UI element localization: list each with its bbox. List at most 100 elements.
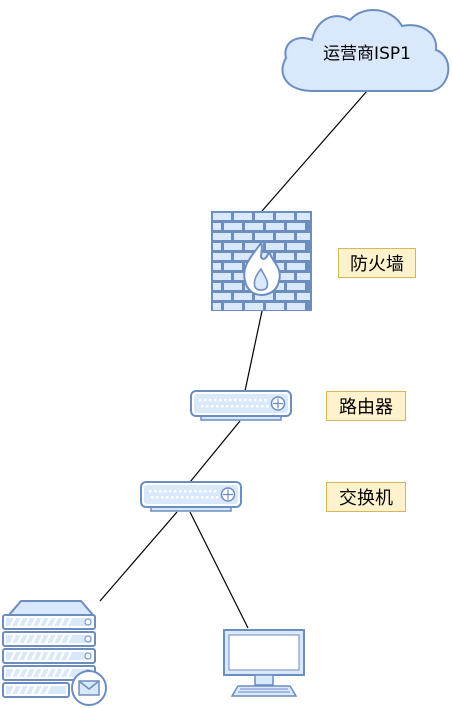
brick <box>276 233 294 240</box>
port <box>266 405 269 408</box>
server-unit <box>2 631 96 647</box>
brick <box>213 243 221 250</box>
port <box>179 490 182 493</box>
port <box>159 490 162 493</box>
port <box>216 496 219 499</box>
port <box>206 405 209 408</box>
isp-label: 运营商ISP1 <box>323 44 411 64</box>
port <box>189 490 192 493</box>
brick <box>297 253 310 260</box>
port <box>204 490 207 493</box>
brick <box>213 233 231 240</box>
brick <box>297 273 310 280</box>
brick <box>255 253 273 260</box>
port <box>199 399 202 402</box>
port <box>219 399 222 402</box>
port <box>211 405 214 408</box>
server-unit <box>2 648 96 664</box>
link-switch-server <box>99 511 178 602</box>
firewall-icon <box>211 211 312 311</box>
brick <box>213 293 231 300</box>
port <box>191 496 194 499</box>
port <box>214 490 217 493</box>
link-router-switch <box>189 420 241 483</box>
port <box>201 496 204 499</box>
brick <box>297 233 310 240</box>
switch-label: 交换机 <box>326 482 406 512</box>
port <box>151 496 154 499</box>
port <box>254 399 257 402</box>
brick <box>276 293 294 300</box>
brick <box>245 223 263 230</box>
mail-server-icon <box>2 600 107 706</box>
brick <box>287 223 305 230</box>
port <box>199 490 202 493</box>
port <box>211 496 214 499</box>
router-label: 路由器 <box>326 391 406 421</box>
brick <box>276 273 294 280</box>
server-unit <box>2 682 70 698</box>
port <box>181 496 184 499</box>
brick <box>213 303 221 310</box>
port <box>234 399 237 402</box>
brick <box>255 293 273 300</box>
port <box>204 399 207 402</box>
brick <box>213 273 231 280</box>
brick <box>224 223 242 230</box>
brick <box>224 263 242 270</box>
brick <box>276 213 294 220</box>
port <box>244 399 247 402</box>
brick <box>224 283 242 290</box>
port <box>161 496 164 499</box>
port <box>171 496 174 499</box>
port <box>201 405 204 408</box>
port <box>231 405 234 408</box>
link-switch-workstation <box>189 511 249 629</box>
link-firewall-router <box>244 310 263 392</box>
port <box>256 405 259 408</box>
brick <box>255 233 273 240</box>
brick <box>287 283 305 290</box>
port <box>246 405 249 408</box>
port <box>174 490 177 493</box>
brick <box>234 253 252 260</box>
port <box>264 399 267 402</box>
brick <box>266 303 284 310</box>
links <box>99 90 368 629</box>
brick <box>266 243 284 250</box>
port <box>214 399 217 402</box>
port <box>184 490 187 493</box>
port <box>216 405 219 408</box>
link-isp-firewall <box>261 90 368 212</box>
brick <box>224 303 242 310</box>
port <box>164 490 167 493</box>
brick <box>213 263 221 270</box>
port <box>186 496 189 499</box>
switch-icon <box>140 481 242 512</box>
port <box>251 405 254 408</box>
brick <box>234 273 252 280</box>
brick <box>287 263 305 270</box>
brick <box>255 213 273 220</box>
brick <box>276 253 294 260</box>
port <box>196 496 199 499</box>
port <box>259 399 262 402</box>
port <box>229 399 232 402</box>
brick <box>234 213 252 220</box>
brick <box>287 243 305 250</box>
brick <box>213 283 221 290</box>
port <box>236 405 239 408</box>
brick <box>213 213 231 220</box>
cloud-icon <box>281 8 450 92</box>
server-unit <box>2 614 96 630</box>
port <box>249 399 252 402</box>
brick <box>213 223 221 230</box>
monitor-icon <box>223 629 305 697</box>
brick <box>266 223 284 230</box>
brick <box>234 293 252 300</box>
port <box>241 405 244 408</box>
port <box>169 490 172 493</box>
brick <box>245 243 263 250</box>
brick <box>234 233 252 240</box>
